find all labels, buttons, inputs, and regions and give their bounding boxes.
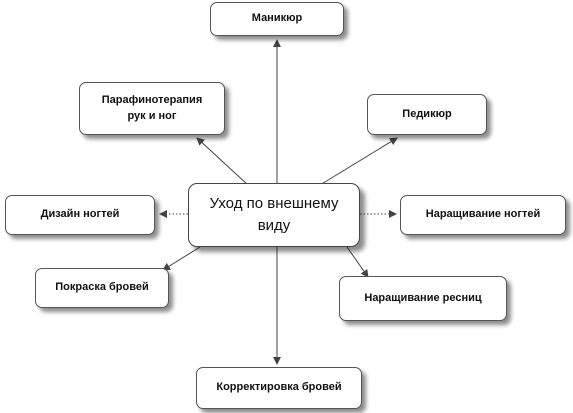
- node-pedicure: Педикюр: [367, 94, 487, 135]
- arrow-to-pedicure: [319, 137, 398, 186]
- node-brow-tinting: Покраска бровей: [35, 268, 169, 308]
- node-nail-extension: Наращивание ногтей: [400, 195, 566, 235]
- node-lash-extension: Наращивание ресниц: [339, 276, 507, 321]
- node-center-appearance-care: Уход по внешнему виду: [188, 183, 360, 247]
- node-nail-design: Дизайн ногтей: [5, 195, 155, 235]
- node-manicure: Маникюр: [210, 2, 344, 36]
- arrow-to-paraffin: [196, 137, 249, 186]
- arrow-to-brow-tinting: [162, 246, 201, 271]
- arrow-to-lash-extension: [346, 246, 369, 278]
- node-paraffin-therapy: Парафинотерапия рук и ног: [79, 82, 225, 135]
- node-brow-correction: Корректировка бровей: [196, 367, 362, 409]
